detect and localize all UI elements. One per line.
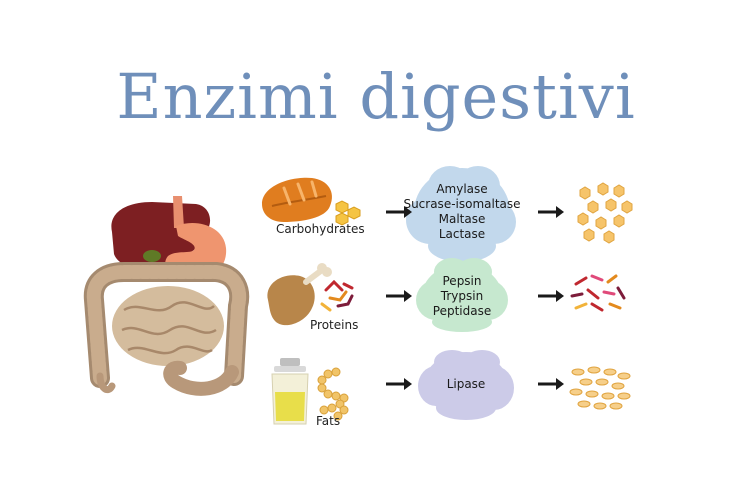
page-title: Enzimi digestivi (116, 60, 636, 133)
food-label-proteins: Proteins (310, 318, 359, 332)
enzyme-list-proteins: Pepsin Trypsin Peptidase (412, 274, 512, 319)
enzyme-name: Lactase (438, 227, 486, 241)
arrow-icon (538, 378, 564, 390)
enzyme-name: Lipase (446, 377, 486, 391)
fatty-acids-icon (569, 366, 631, 410)
arrow-icon (538, 290, 564, 302)
enzyme-name: Amylase (436, 182, 488, 196)
arrow-icon (538, 206, 564, 218)
enzyme-list-fats: Lipase (420, 377, 512, 392)
enzyme-name: Sucrase-isomaltase (403, 197, 521, 211)
enzyme-name: Trypsin (440, 289, 484, 303)
cloud-carbohydrates (406, 166, 516, 262)
digestive-system-icon (83, 196, 250, 396)
amino-acid-chain-icon (320, 279, 354, 312)
amino-acids-icon (570, 274, 626, 312)
fatty-acid-chain-icon (317, 367, 349, 421)
arrow-icon (386, 206, 412, 218)
oil-bottle-icon (271, 358, 309, 425)
enzyme-list-carbohydrates: Amylase Sucrase-isomaltase Maltase Lacta… (400, 182, 524, 242)
arrow-icon (386, 290, 412, 302)
bread-icon (262, 177, 361, 226)
food-label-fats: Fats (316, 414, 341, 428)
cloud-fats (418, 350, 514, 420)
food-label-carbohydrates: Carbohydrates (276, 222, 365, 236)
enzyme-name: Maltase (438, 212, 486, 226)
glucose-molecules-icon (577, 182, 633, 244)
enzyme-name: Pepsin (442, 274, 482, 288)
arrows (386, 206, 564, 390)
cloud-proteins (416, 258, 508, 332)
enzyme-name: Peptidase (432, 304, 492, 318)
chicken-leg-icon (267, 263, 332, 326)
arrow-icon (386, 378, 412, 390)
